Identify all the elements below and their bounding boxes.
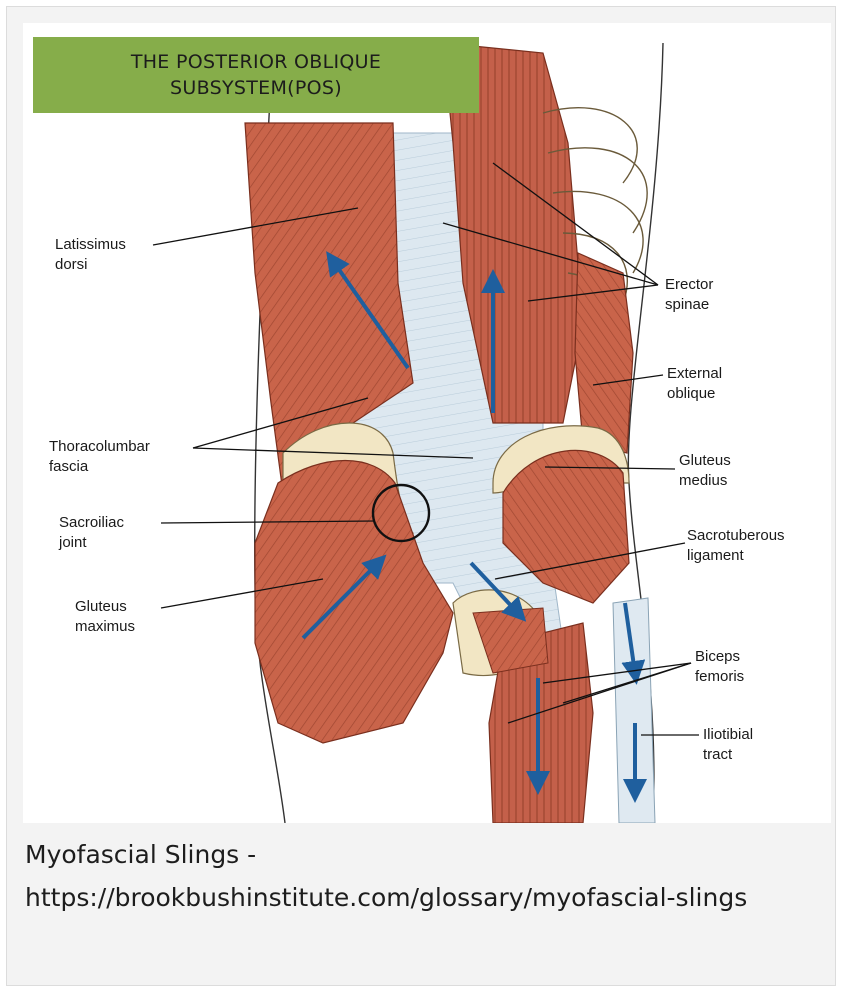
external-oblique [575,253,633,453]
label-biceps-femoris: Biceps femoris [695,647,744,687]
image-card: THE POSTERIOR OBLIQUE SUBSYSTEM(POS) Lat… [6,6,836,986]
label-external-oblique: External oblique [667,364,722,404]
label-erector-spinae: Erector spinae [665,275,713,315]
label-sacrotuberous-ligament: Sacrotuberous ligament [687,526,785,566]
label-thoracolumbar-fascia: Thoracolumbar fascia [49,437,150,477]
anatomy-figure: THE POSTERIOR OBLIQUE SUBSYSTEM(POS) Lat… [23,23,831,823]
label-iliotibial-tract: Iliotibial tract [703,725,753,765]
caption-link[interactable]: https://brookbushinstitute.com/glossary/… [25,876,825,919]
label-gluteus-maximus: Gluteus maximus [75,597,135,637]
figure-title-line1: THE POSTERIOR OBLIQUE [33,49,479,75]
image-caption: Myofascial Slings - https://brookbushins… [25,833,825,919]
anatomy-illustration [23,23,831,823]
caption-line1: Myofascial Slings - [25,833,825,876]
label-gluteus-medius: Gluteus medius [679,451,731,491]
figure-title-box: THE POSTERIOR OBLIQUE SUBSYSTEM(POS) [33,37,479,113]
figure-title-line2: SUBSYSTEM(POS) [33,75,479,101]
label-sacroiliac-joint: Sacroiliac joint [59,513,124,553]
label-latissimus-dorsi: Latissimus dorsi [55,235,126,275]
